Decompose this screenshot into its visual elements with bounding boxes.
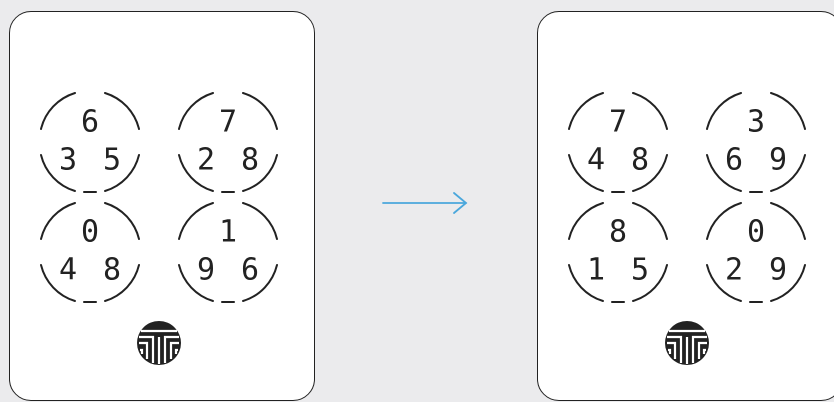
digit-right: 9 — [769, 253, 787, 288]
digit-top: 8 — [609, 215, 627, 250]
ring-arc — [770, 264, 806, 302]
digit-top: 6 — [81, 105, 99, 140]
ring-arc — [242, 202, 278, 240]
digit-right: 8 — [631, 143, 649, 178]
digit-left: 3 — [59, 143, 77, 178]
ring-arc — [40, 264, 76, 302]
digit-right: 8 — [241, 143, 259, 178]
ring-arc — [242, 154, 278, 192]
ring-arc — [632, 154, 668, 192]
ring-arc — [770, 154, 806, 192]
ring-arc — [104, 154, 140, 192]
keypad-svg-before: 6 3 5 7 2 8 0 4 8 — [40, 92, 278, 365]
ring-arc — [568, 92, 604, 130]
digit-left: 4 — [59, 253, 77, 288]
keypad-button-4[interactable]: 1 9 6 — [178, 202, 278, 303]
ring-arc — [632, 92, 668, 130]
ring-arc — [40, 202, 76, 240]
digit-top: 0 — [747, 215, 765, 250]
ring-arc — [178, 264, 214, 302]
digit-top: 3 — [747, 105, 765, 140]
ring-arc — [178, 92, 214, 130]
keypad-button-4[interactable]: 0 2 9 — [706, 202, 806, 303]
fingerprint-sensor-icon[interactable] — [665, 321, 709, 365]
ring-arc — [178, 202, 214, 240]
digit-right: 9 — [769, 143, 787, 178]
keypad-button-1[interactable]: 6 3 5 — [40, 92, 140, 193]
ring-arc — [770, 202, 806, 240]
keypad-svg-after: 7 4 8 3 6 9 8 1 5 — [568, 92, 806, 365]
digit-top: 7 — [609, 105, 627, 140]
digit-left: 2 — [725, 253, 743, 288]
keypad-button-3[interactable]: 8 1 5 — [568, 202, 668, 303]
fingerprint-sensor-icon[interactable] — [137, 321, 181, 365]
digit-right: 5 — [103, 143, 121, 178]
ring-arc — [104, 92, 140, 130]
ring-arc — [706, 92, 742, 130]
digit-left: 2 — [197, 143, 215, 178]
ring-arc — [632, 202, 668, 240]
ring-arc — [40, 92, 76, 130]
ring-arc — [568, 264, 604, 302]
digit-top: 1 — [219, 215, 237, 250]
digit-left: 1 — [587, 253, 605, 288]
keypad-panel-after: 7 4 8 3 6 9 8 1 5 — [537, 11, 834, 401]
digit-right: 5 — [631, 253, 649, 288]
digit-top: 7 — [219, 105, 237, 140]
keypad-button-2[interactable]: 3 6 9 — [706, 92, 806, 193]
keypad-button-3[interactable]: 0 4 8 — [40, 202, 140, 303]
digit-top: 0 — [81, 215, 99, 250]
digit-left: 9 — [197, 253, 215, 288]
ring-arc — [242, 92, 278, 130]
ring-arc — [568, 202, 604, 240]
ring-arc — [706, 154, 742, 192]
ring-arc — [568, 154, 604, 192]
digit-right: 6 — [241, 253, 259, 288]
ring-arc — [178, 154, 214, 192]
digit-right: 8 — [103, 253, 121, 288]
ring-arc — [104, 202, 140, 240]
digit-left: 4 — [587, 143, 605, 178]
ring-arc — [706, 264, 742, 302]
ring-arc — [104, 264, 140, 302]
ring-arc — [40, 154, 76, 192]
keypad-comparison: 6 3 5 7 2 8 0 4 8 — [9, 11, 834, 401]
keypad-button-1[interactable]: 7 4 8 — [568, 92, 668, 193]
right-arrow-icon — [382, 192, 468, 214]
ring-arc — [770, 92, 806, 130]
ring-arc — [706, 202, 742, 240]
keypad-button-2[interactable]: 7 2 8 — [178, 92, 278, 193]
digit-left: 6 — [725, 143, 743, 178]
keypad-panel-before: 6 3 5 7 2 8 0 4 8 — [9, 11, 315, 401]
ring-arc — [242, 264, 278, 302]
ring-arc — [632, 264, 668, 302]
